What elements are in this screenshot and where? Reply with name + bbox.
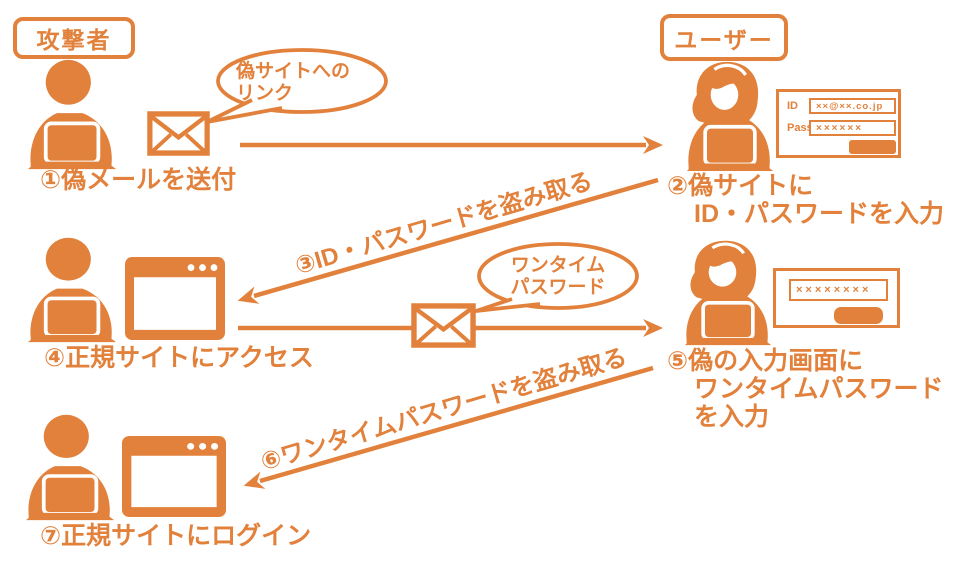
step2-caption: ②偽サイトに ID・パスワードを入力 <box>667 172 945 228</box>
envelope-icon <box>147 111 210 156</box>
id-label: ID <box>787 100 798 112</box>
step5-caption: ⑤偽の入力画面に ワンタイムパスワード を入力 <box>667 347 944 431</box>
user-woman-at-laptop-icon <box>682 238 774 346</box>
id-input: ××@××.co.jp <box>809 98 896 114</box>
pass-label: Pass <box>787 122 813 134</box>
browser-window-icon <box>122 436 226 517</box>
step7-caption: ⑦正規サイトにログイン <box>40 522 312 550</box>
attacker-person-at-laptop-icon <box>26 236 120 343</box>
fake-otp-form: ×××××××× <box>773 268 900 328</box>
pass-input: ×××××× <box>809 120 896 136</box>
otp-submit-button <box>834 307 883 324</box>
attacker-label-box: 攻撃者 <box>13 17 135 59</box>
attacker-person-at-laptop-icon <box>26 58 120 170</box>
step4-caption: ④正規サイトにアクセス <box>44 344 314 372</box>
otp-input: ×××××××× <box>789 279 888 301</box>
attacker-label: 攻撃者 <box>36 27 112 53</box>
speech-bubble-otp <box>474 242 639 313</box>
browser-window-icon <box>125 257 225 340</box>
fake-login-form: ID ××@××.co.jp Pass ×××××× <box>776 89 901 158</box>
speech-bubble-otp-text: ワンタイム パスワード <box>510 255 606 298</box>
arrow-steal-credentials <box>237 177 659 304</box>
step1-caption: ①偽メールを送付 <box>40 166 237 194</box>
arrow-steal-otp <box>243 365 654 489</box>
user-label: ユーザー <box>674 26 774 53</box>
speech-bubble-fake-link-text: 偽サイトへの リンク <box>236 61 351 104</box>
attacker-person-at-laptop-icon <box>24 413 118 521</box>
user-woman-at-laptop-icon <box>684 59 776 172</box>
login-submit-button <box>849 140 896 154</box>
user-label-box: ユーザー <box>660 14 788 61</box>
envelope-icon <box>411 303 476 348</box>
